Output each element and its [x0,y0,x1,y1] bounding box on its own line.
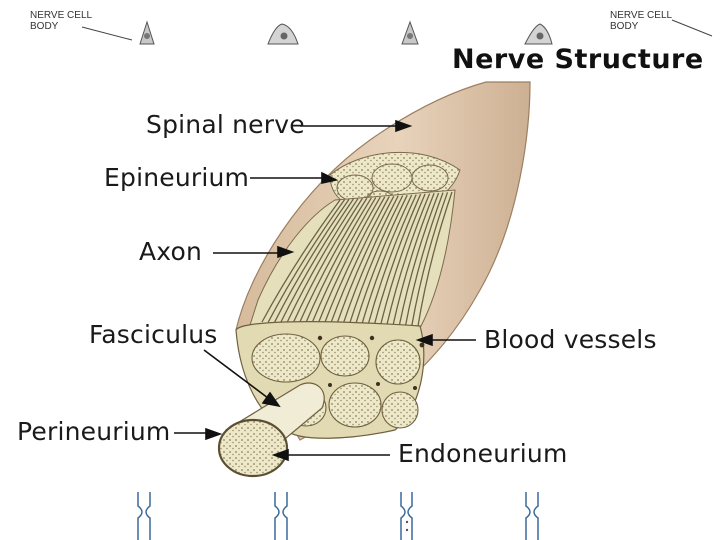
axon-fiber-line [323,196,386,324]
neuron-icon [524,23,553,45]
caption-pointer-right [671,19,713,37]
axon-fiber-line [273,199,350,323]
axon-fiber-line [411,192,449,326]
axon-fiber-line [379,193,426,326]
label-epineurium: Epineurium [104,163,250,192]
axon-fiber-line [305,197,372,324]
caption-line-2: BODY [30,21,59,32]
neuron-icon [267,23,299,45]
axon-fiber-line [292,198,363,324]
axon-fiber-line [386,193,431,326]
diagram-title: Nerve Structure [452,44,704,75]
axon-fiber-line [361,194,413,325]
blood-vessel-dots [317,335,425,390]
caption-line-1: NERVE CELL [610,10,673,21]
axon-fiber-line [317,196,381,324]
nerve-cell-body-caption-right: NERVE CELL BODY [610,10,672,32]
axon-fiber-line [392,193,435,326]
axon-fiber-line [373,193,422,326]
axon-fibers [261,191,453,327]
label-axon: Axon [139,237,203,266]
axon-fiber-line [311,197,377,324]
label-blood-vessels: Blood vessels [484,325,657,354]
axon-fiber-line [348,195,404,325]
axon-fiber-line [298,197,368,324]
axon-fiber-line [417,191,453,327]
label-perineurium: Perineurium [17,417,171,446]
axon-fiber-line [336,195,395,325]
caption-line-1: NERVE CELL [30,10,93,21]
axon-fiber-line [329,196,390,325]
axon-dots [405,520,409,532]
nerve-cell-body-caption-left: NERVE CELL BODY [30,10,92,32]
label-fasciculus: Fasciculus [89,320,218,349]
axon-fiber-line [280,198,354,323]
leader-lines [174,119,476,462]
axon-fiber-line [267,199,346,323]
caption-pointer-left [81,26,133,41]
axon-fiber-line [404,192,444,326]
neuron-icon [139,20,155,45]
fascicle-circles [251,333,421,429]
axon-fiber-line [367,194,417,325]
axon-fiber-line [261,199,341,323]
axon-fiber-line [398,192,440,326]
label-endoneurium: Endoneurium [398,439,568,468]
neuron-icon [401,20,419,45]
caption-line-2: BODY [610,21,639,32]
axon-fiber-line [354,194,408,325]
axon-segment-icons [137,492,539,540]
label-spinal-nerve: Spinal nerve [146,110,305,139]
axon-fiber-line [342,195,399,325]
axon-fiber-line [286,198,359,323]
